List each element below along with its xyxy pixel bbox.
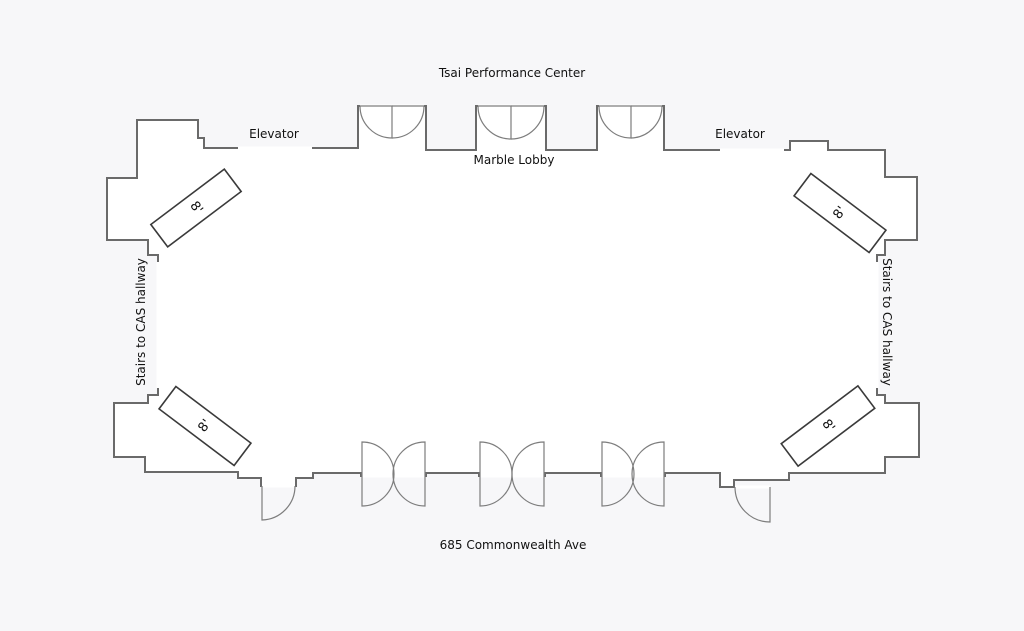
- bottom-door-right: [601, 441, 665, 507]
- top-door-right: [598, 104, 663, 139]
- bottom-single-door-right: [734, 485, 771, 523]
- elevator-left-label: Elevator: [249, 127, 299, 141]
- bottom-single-door-left: [261, 484, 296, 521]
- tsai-performance-center-label: Tsai Performance Center: [438, 66, 585, 80]
- top-door-center: [477, 104, 545, 140]
- table-bottom-right: 8': [780, 384, 876, 468]
- marble-lobby-label: Marble Lobby: [474, 153, 555, 167]
- elevator-right-label: Elevator: [715, 127, 765, 141]
- room-outline: [106, 105, 920, 488]
- table-top-left: 8': [149, 168, 243, 248]
- stairs-left-label: Stairs to CAS hallway: [134, 258, 148, 386]
- table-bottom-left: 8': [157, 385, 253, 467]
- stairs-right-label: Stairs to CAS hallway: [880, 258, 894, 386]
- address-label: 685 Commonwealth Ave: [440, 538, 587, 552]
- bottom-door-left: [361, 441, 426, 507]
- table-top-right: 8': [792, 172, 888, 254]
- top-door-left: [359, 104, 425, 139]
- bottom-door-center: [479, 441, 545, 507]
